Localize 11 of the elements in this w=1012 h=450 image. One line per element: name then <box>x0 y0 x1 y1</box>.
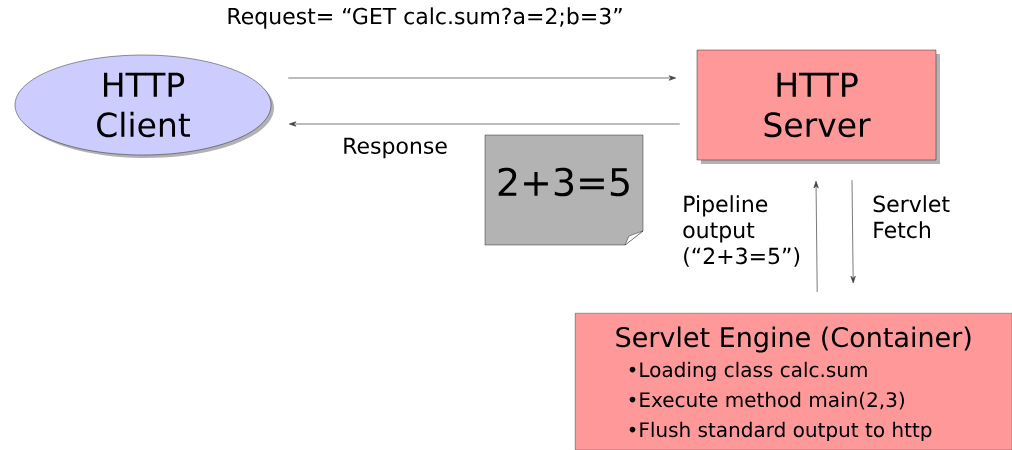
edge-label: Pipeline output (“2+3=5”) <box>683 195 800 267</box>
edge-label: Servlet Fetch <box>873 195 950 239</box>
engine-box: Servlet Engine (Container) •Loading class calc.sum •Execute method main(2,3) •Flush standard output to http <box>575 313 1012 450</box>
edge-label: Request= “GET calc.sum?a=2;b=3” <box>228 7 622 29</box>
arrow <box>288 121 681 127</box>
server-box: HTTP Server <box>696 49 940 164</box>
arrow <box>287 75 677 81</box>
edge-label: Response <box>344 137 447 159</box>
note-sheet: 2+3=5 <box>484 134 644 246</box>
arrow <box>850 179 856 284</box>
arrow <box>813 180 819 293</box>
